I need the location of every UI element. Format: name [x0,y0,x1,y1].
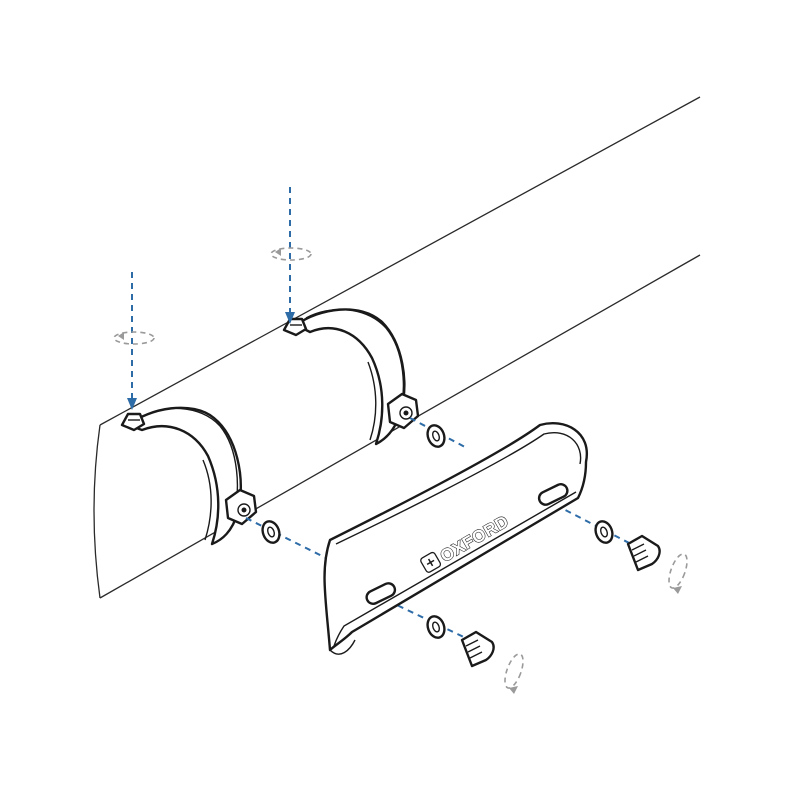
insertion-guide-rear [113,272,155,410]
washer [261,520,281,544]
clamp-front-top-lug [282,317,308,337]
rotation-hint-icon [504,653,524,694]
washer [426,615,446,639]
insertion-guide-front [270,187,312,324]
rotation-hint-icon [113,331,155,345]
rotation-hint-icon [668,553,688,594]
fork-guard-plate: OXFORD [323,422,589,655]
clamp-rear-top-lug [120,412,146,432]
clamp-rear-threaded-boss [224,488,258,526]
bolt [460,630,495,668]
clamp-front [282,308,420,446]
clamp-rear [120,406,258,546]
guard-slot-rear [365,582,397,605]
guard-slot-front [537,483,569,506]
washer [594,520,614,544]
clamp-front-threaded-boss [386,392,420,430]
bolt [626,534,661,572]
washer [426,424,446,448]
rotation-hint-icon [270,247,312,261]
